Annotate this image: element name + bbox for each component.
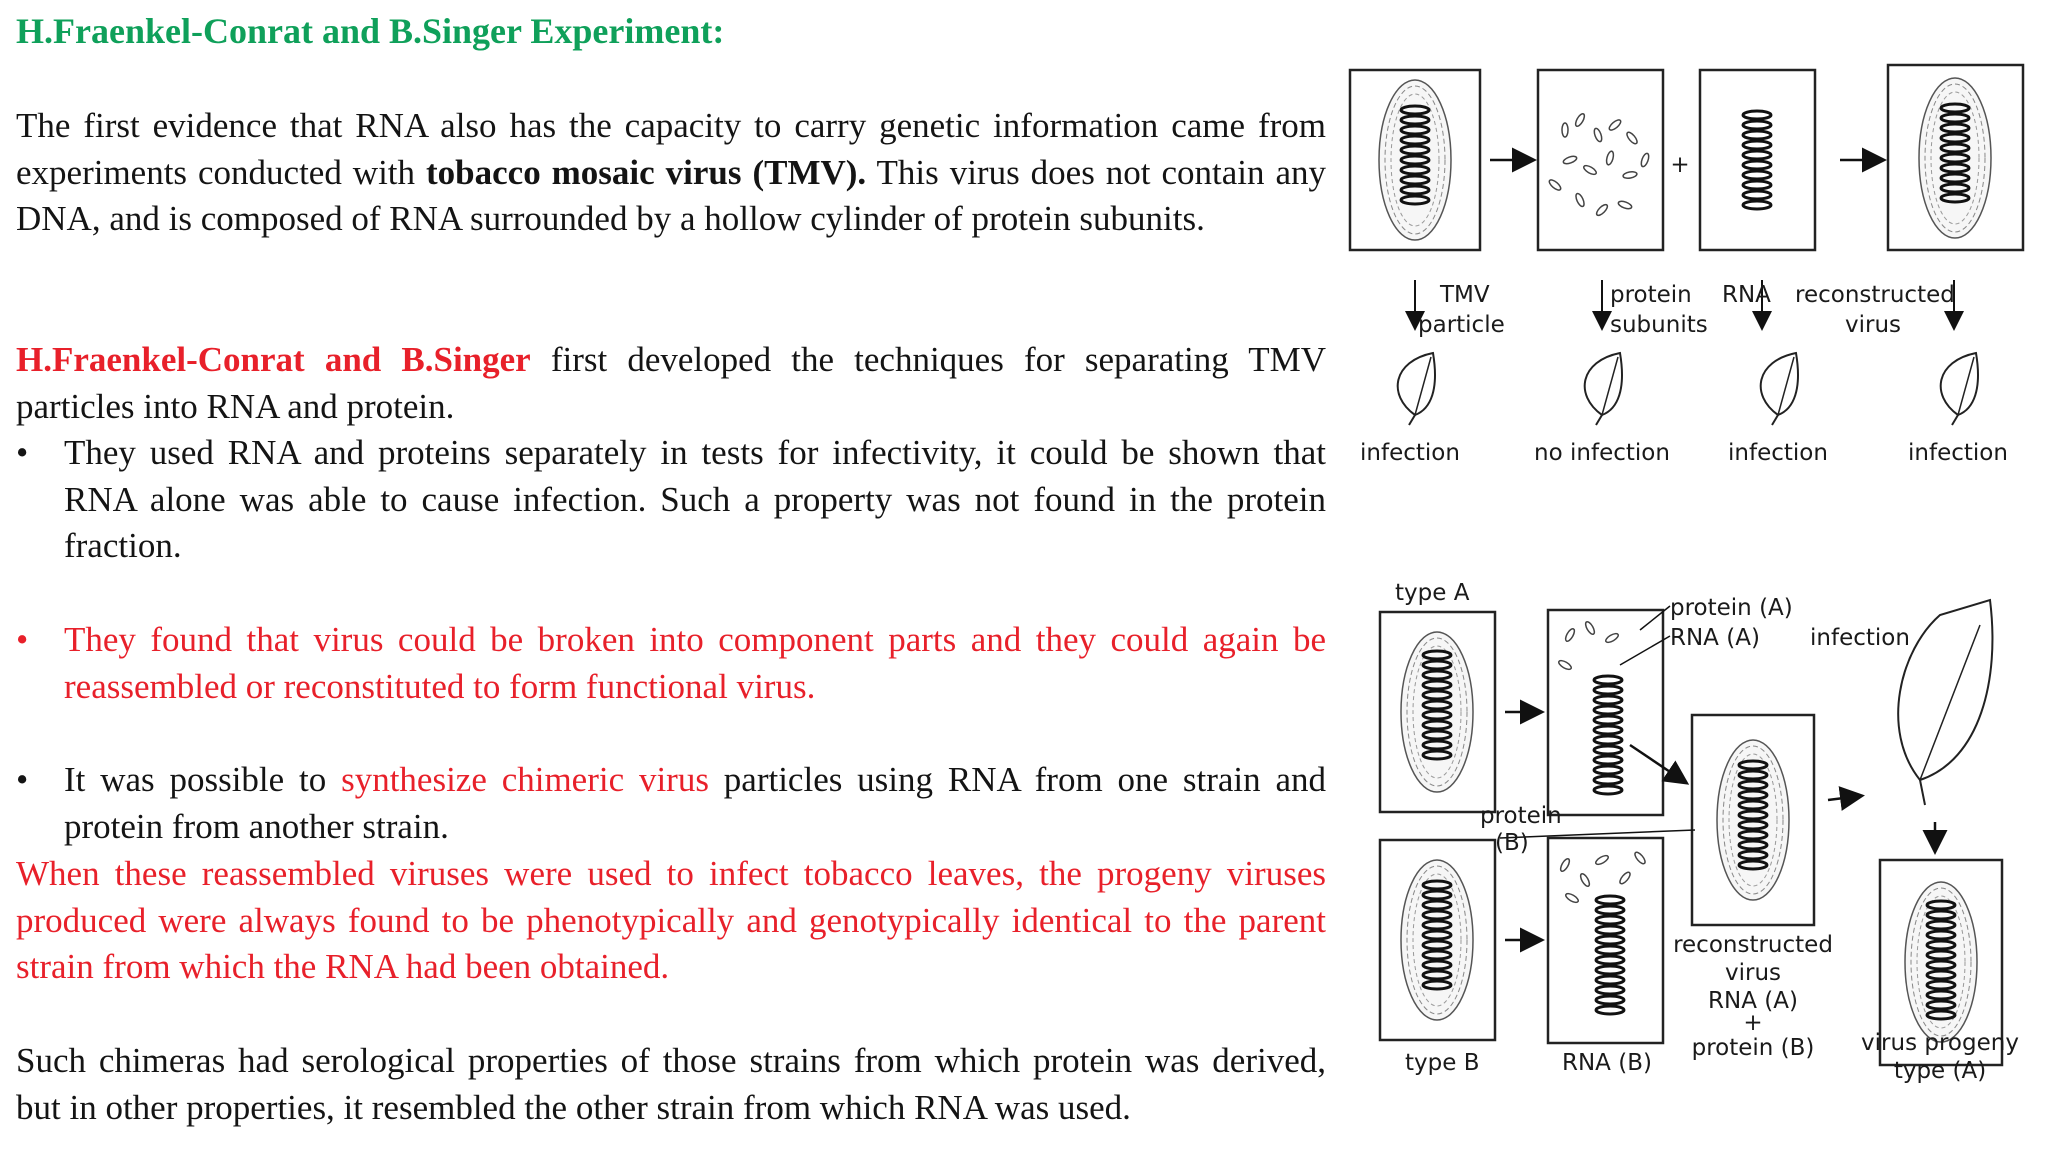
protein-label: protein bbox=[1610, 282, 1692, 308]
page-title: H.Fraenkel-Conrat and B.Singer Experimen… bbox=[16, 11, 725, 51]
bullet-infectivity: • They used RNA and proteins separately … bbox=[16, 430, 1326, 570]
scientists-names: H.Fraenkel-Conrat and B.Singer bbox=[16, 340, 531, 379]
type-a-label: type A bbox=[1395, 580, 1470, 606]
chimeric-highlight: synthesize chimeric virus bbox=[341, 760, 709, 799]
progeny-type-label: type (A) bbox=[1894, 1058, 1986, 1084]
intro-text-2: This virus does not contain any DNA, and… bbox=[16, 152, 1326, 239]
rna-b-label: RNA (B) bbox=[1562, 1050, 1652, 1076]
chimeric-text-1: It was possible to bbox=[64, 760, 342, 799]
tmv-bold: tobacco mosaic virus (TMV). bbox=[426, 152, 867, 192]
infection-label: infection bbox=[1810, 625, 1910, 651]
outcome-1: infection bbox=[1360, 440, 1460, 466]
protein-subunits-box bbox=[1536, 68, 1665, 252]
tmv-particle-box bbox=[1348, 68, 1482, 252]
reconstructed-label-2: reconstructed bbox=[1673, 932, 1833, 958]
composition-rna-a: RNA (A) bbox=[1708, 988, 1798, 1014]
virus-label-2: virus bbox=[1725, 960, 1781, 986]
reconstructed-virus-box bbox=[1886, 63, 2025, 252]
tmv-label: TMV bbox=[1439, 282, 1490, 308]
figure-1-separation: + TMV particle pro bbox=[1348, 63, 2025, 466]
intro-text-1: The first evidence that RNA also has the… bbox=[16, 106, 1326, 192]
progeny-paragraph: When these reassembled viruses were used… bbox=[16, 854, 1326, 986]
bullet-text: It was possible to synthesize chimeric v… bbox=[64, 757, 1326, 850]
protein-b-label: protein bbox=[1480, 803, 1562, 829]
progeny-label: virus progeny bbox=[1861, 1030, 2019, 1056]
technique-paragraph: H.Fraenkel-Conrat and B.Singer first dev… bbox=[16, 337, 1326, 430]
chimeric-text-2: particles using RNA from one strain and … bbox=[64, 760, 1326, 846]
serology-paragraph: Such chimeras had serological properties… bbox=[16, 1041, 1326, 1127]
rna-a-label: RNA (A) bbox=[1670, 625, 1760, 651]
figure-2-chimera: type A protein (A) bbox=[1378, 580, 2019, 1084]
bullet-reassembly: • They found that virus could be broken … bbox=[16, 617, 1326, 710]
reconstructed-chimera-box bbox=[1690, 713, 1816, 927]
tmv-experiment-figure: + TMV particle pro bbox=[1348, 63, 2025, 1084]
plus-sign: + bbox=[1670, 152, 1689, 178]
outcome-4: infection bbox=[1908, 440, 2008, 466]
bullet-chimeric: • It was possible to synthesize chimeric… bbox=[16, 757, 1326, 850]
rna-box bbox=[1698, 68, 1817, 252]
technique-text: first developed the techniques for separ… bbox=[16, 340, 1326, 426]
separated-a-box bbox=[1546, 608, 1665, 817]
bullet-text: They used RNA and proteins separately in… bbox=[64, 433, 1326, 565]
outcome-2: no infection bbox=[1534, 440, 1670, 466]
composition-plus: + bbox=[1743, 1010, 1762, 1036]
virus-label: virus bbox=[1845, 312, 1901, 338]
infected-leaf bbox=[1897, 598, 1994, 806]
rna-label: RNA bbox=[1722, 282, 1771, 308]
particle-label: particle bbox=[1418, 312, 1505, 338]
bullet-dot: • bbox=[16, 433, 29, 472]
type-b-label: type B bbox=[1405, 1050, 1479, 1076]
outcome-3: infection bbox=[1728, 440, 1828, 466]
reconstructed-label: reconstructed bbox=[1795, 282, 1955, 308]
protein-b-suffix: (B) bbox=[1495, 830, 1529, 856]
type-b-box bbox=[1378, 838, 1497, 1042]
subunits-label: subunits bbox=[1610, 312, 1708, 338]
separated-b-box bbox=[1546, 836, 1665, 1045]
type-a-box bbox=[1378, 610, 1497, 814]
intro-paragraph: The first evidence that RNA also has the… bbox=[16, 103, 1326, 243]
protein-a-label: protein (A) bbox=[1670, 595, 1793, 621]
bullet-dot: • bbox=[16, 620, 29, 659]
bullet-text: They found that virus could be broken in… bbox=[64, 620, 1326, 706]
progeny-box bbox=[1878, 858, 2004, 1067]
bullet-dot: • bbox=[16, 760, 29, 799]
composition-protein-b: protein (B) bbox=[1692, 1035, 1815, 1061]
